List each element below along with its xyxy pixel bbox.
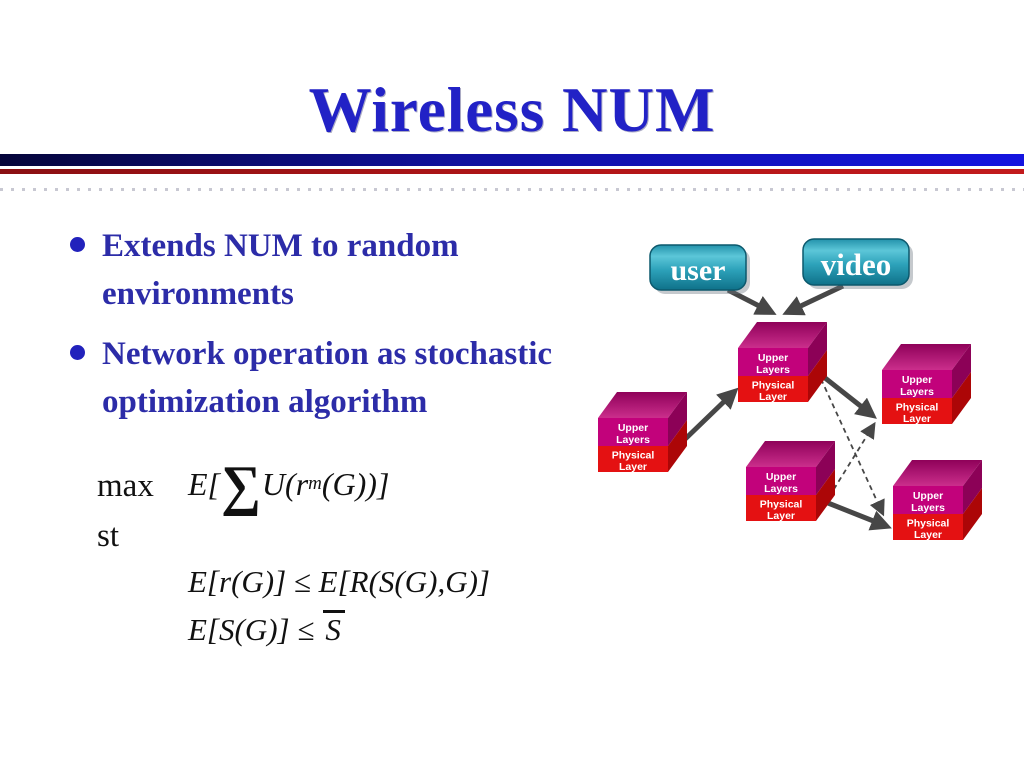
summation-symbol: ∑ bbox=[221, 455, 261, 517]
s-bar-variable: S bbox=[323, 610, 345, 647]
upper-layers-label: Layers bbox=[900, 386, 934, 398]
physical-layer-label: Physical bbox=[612, 450, 655, 462]
math-constraint-1: E[r(G)] ≤ E[R(S(G),G)] bbox=[188, 564, 490, 599]
upper-layers-label: Layers bbox=[911, 502, 945, 514]
physical-layer-label: Physical bbox=[760, 499, 803, 511]
bullet-item: Network operation as stochastic optimiza… bbox=[66, 330, 607, 426]
arrow-center-to-right-top bbox=[818, 372, 877, 419]
dashed-arrow-bottom-mid-to-right-top bbox=[828, 421, 876, 498]
bullet-item: Extends NUM to random environments bbox=[66, 222, 607, 318]
math-max-label: max bbox=[97, 468, 154, 504]
bullet-text: Network operation as stochastic optimiza… bbox=[102, 336, 553, 420]
math-constraint-2: E[S(G)] ≤S bbox=[188, 610, 345, 648]
bullet-dot bbox=[70, 345, 85, 360]
user-node: user bbox=[649, 244, 750, 294]
layer-cube-left: Upper Layers Physical Layer bbox=[598, 392, 687, 473]
dashed-arrow-center-to-bottom-right bbox=[820, 378, 885, 517]
upper-layers-label: Layers bbox=[616, 434, 650, 446]
upper-layers-label: Layers bbox=[756, 364, 790, 376]
layer-cube-right-top: Upper Layers Physical Layer bbox=[882, 344, 971, 425]
dashed-arrows bbox=[820, 378, 885, 517]
physical-layer-label: Physical bbox=[752, 380, 795, 392]
math-constraint-2-lhs: E[S(G)] ≤ bbox=[188, 612, 315, 647]
upper-layers-label: Upper bbox=[758, 352, 788, 364]
physical-layer-label: Layer bbox=[914, 529, 942, 541]
upper-layers-label: Layers bbox=[764, 483, 798, 495]
physical-layer-label: Layer bbox=[759, 391, 787, 403]
math-objective-subscript: m bbox=[308, 473, 322, 494]
physical-layer-label: Layer bbox=[767, 510, 795, 522]
math-objective-mid: U(r bbox=[261, 465, 309, 502]
math-objective-suffix: (G))] bbox=[321, 465, 390, 502]
arrow-bottom-mid-to-bottom-right bbox=[827, 500, 892, 531]
layer-cube-center: Upper Layers Physical Layer bbox=[738, 322, 827, 403]
upper-layers-label: Upper bbox=[902, 374, 932, 386]
divider-blue-bar bbox=[0, 154, 1024, 166]
arrow-user-to-center bbox=[726, 287, 777, 315]
math-objective-prefix: E[ bbox=[188, 465, 220, 502]
arrow-left-to-center bbox=[678, 387, 739, 446]
arrow-video-to-center bbox=[782, 283, 845, 316]
upper-layers-label: Upper bbox=[766, 471, 796, 483]
bullet-dot bbox=[70, 237, 85, 252]
upper-layers-label: Upper bbox=[913, 490, 943, 502]
solid-arrows bbox=[678, 283, 892, 531]
layer-cube-bottom-right: Upper Layers Physical Layer bbox=[893, 460, 982, 541]
bullet-text: Extends NUM to random environments bbox=[102, 228, 459, 312]
video-node: video bbox=[802, 238, 913, 289]
upper-layers-label: Upper bbox=[618, 422, 648, 434]
user-label: user bbox=[671, 254, 726, 287]
physical-layer-label: Physical bbox=[896, 402, 939, 414]
physical-layer-label: Layer bbox=[903, 413, 931, 425]
math-st-label: st bbox=[97, 518, 120, 554]
layer-cube-bottom-middle: Upper Layers Physical Layer bbox=[746, 441, 835, 522]
video-label: video bbox=[821, 247, 892, 282]
divider-dotted-line bbox=[0, 188, 1024, 191]
slide-title: Wireless NUM bbox=[308, 75, 716, 145]
physical-layer-label: Physical bbox=[907, 518, 950, 530]
divider-red-bar bbox=[0, 169, 1024, 174]
physical-layer-label: Layer bbox=[619, 461, 647, 473]
